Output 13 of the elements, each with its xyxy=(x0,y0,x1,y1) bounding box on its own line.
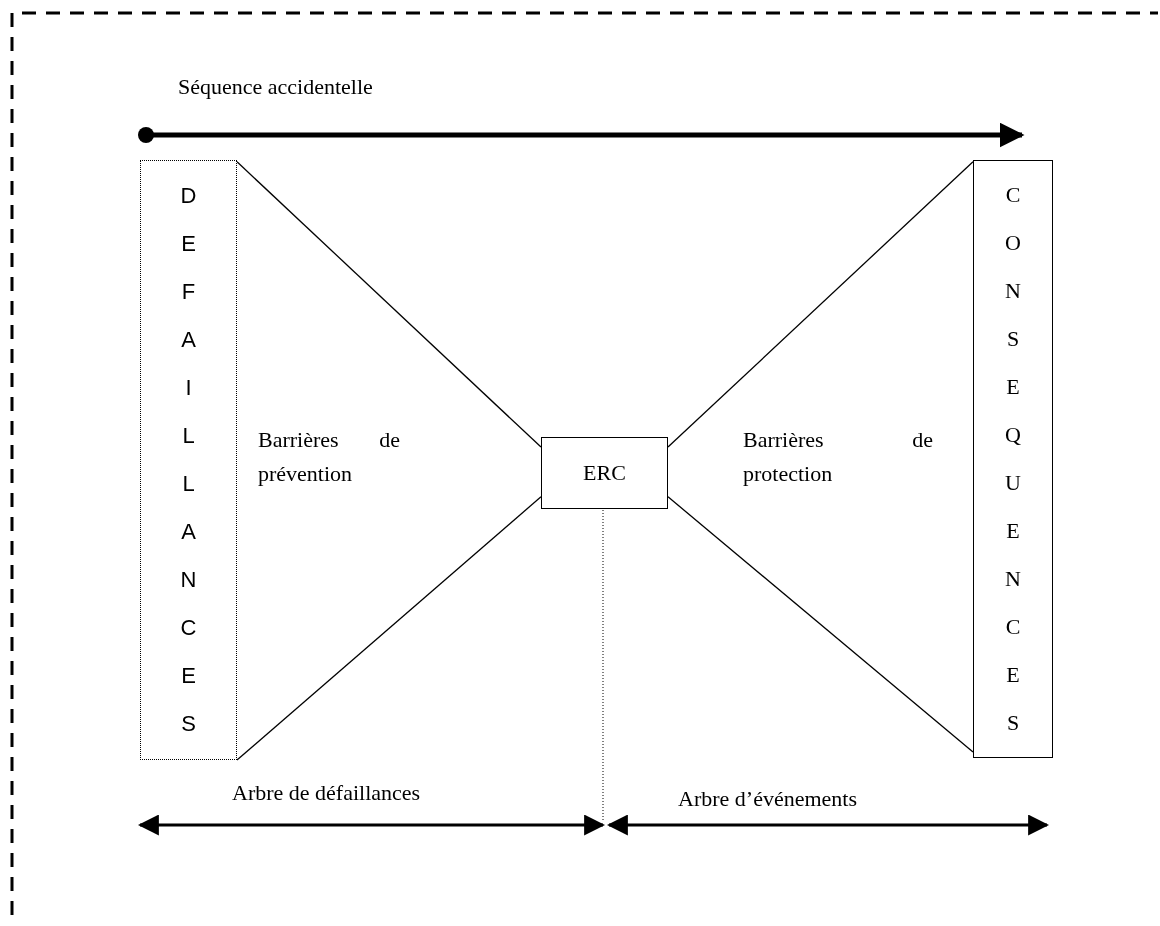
event-box xyxy=(541,437,668,509)
vertical-text-box xyxy=(140,160,237,760)
vertical-text-box xyxy=(973,160,1053,758)
text-label: Barrières de protection xyxy=(743,426,933,488)
text-label: Séquence accidentelle xyxy=(178,73,374,101)
text-label: Barrières de prévention xyxy=(258,426,400,488)
node-label: CONSEQUENCES xyxy=(1004,181,1022,737)
node-label: DEFAILLANCES xyxy=(180,182,197,738)
connector-line xyxy=(667,161,974,448)
connector-line xyxy=(667,496,974,753)
node-label: ERC xyxy=(583,460,626,486)
connector-line xyxy=(236,161,542,448)
connector-line xyxy=(236,496,542,761)
